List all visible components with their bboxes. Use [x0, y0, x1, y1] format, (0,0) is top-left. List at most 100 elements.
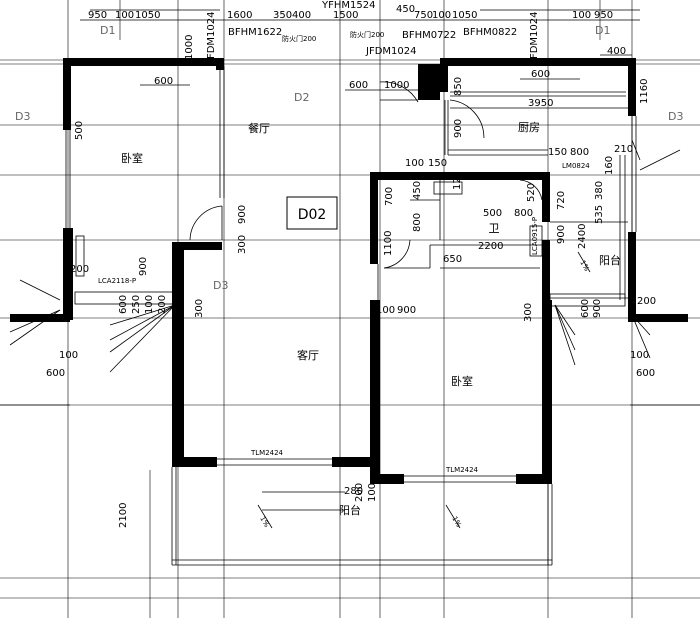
dim-w-600b: 600: [46, 368, 65, 379]
dim-bed-500: 500: [74, 121, 85, 140]
dim-top-1500: 1500: [333, 10, 358, 21]
dim-k-900: 900: [453, 119, 464, 138]
dim-top-100b: 100: [432, 10, 451, 21]
dim-top-450: 450: [396, 4, 415, 15]
dim-m-300: 300: [523, 303, 534, 322]
plan-label: D02: [298, 207, 327, 223]
ref-d1-left: D1: [100, 24, 115, 37]
code-tlm2424-living: TLM2424: [250, 449, 284, 457]
code-jfdm1024-right: JFDM1024: [529, 12, 540, 63]
code-lca0915: LCA0915-P: [531, 217, 539, 255]
code-lm0824: LM0824: [562, 162, 590, 170]
dim-w-200b: 200: [157, 295, 168, 314]
dim-b-650: 650: [443, 254, 462, 265]
slope-mark-b: 1%: [450, 515, 463, 529]
code-bfhm0722: BFHM0722: [402, 30, 456, 41]
dim-mid-600: 600: [349, 80, 368, 91]
dim-w-100: 100: [144, 295, 155, 314]
dim-r-200: 200: [637, 296, 656, 307]
dim-w-100b: 100: [59, 350, 78, 361]
code-damper-b: 防火门200: [350, 30, 384, 39]
dim-b-2200: 2200: [478, 241, 503, 252]
code-jfdm1024: JFDM1024: [365, 46, 416, 57]
dim-top-950b: 950: [594, 10, 613, 21]
dim-b-800b: 800: [514, 208, 533, 219]
code-bfhm1622: BFHM1622: [228, 27, 282, 38]
code-damper-a: 防火门200: [282, 34, 316, 43]
dim-top-350: 350: [273, 10, 292, 21]
dim-top-400a: 400: [292, 10, 311, 21]
dim-top-1000: 1000: [184, 35, 195, 60]
dim-mid-550: 550: [423, 80, 442, 91]
room-balcony-south: 阳台: [339, 503, 361, 517]
dim-s-280: 280: [344, 486, 363, 497]
dim-e-150: 150: [548, 147, 567, 158]
dim-b-520: 520: [526, 183, 537, 202]
ref-d3-mid: D3: [213, 279, 228, 292]
dim-w-250: 250: [131, 295, 142, 314]
dim-b-150: 150: [428, 158, 447, 169]
code-lca2118: LCA2118-P: [98, 277, 136, 285]
dim-w-900: 900: [138, 257, 149, 276]
door-swings: [189, 81, 543, 269]
ref-d1-right: D1: [595, 24, 610, 37]
dim-top-100a: 100: [115, 10, 134, 21]
dim-r-1160: 1160: [639, 79, 650, 104]
dim-e-2400: 2400: [577, 224, 588, 249]
dim-b-1100: 1100: [383, 231, 394, 256]
dim-s-200: 200: [354, 483, 365, 502]
dim-w-300: 300: [194, 299, 205, 318]
dim-top-1050b: 1050: [452, 10, 477, 21]
dim-e-380: 380: [594, 181, 605, 200]
dim-r-600: 600: [636, 368, 655, 379]
room-dining: 餐厅: [248, 121, 270, 135]
dim-s-2100: 2100: [118, 503, 129, 528]
dim-din-300: 300: [237, 235, 248, 254]
dim-b-700: 700: [384, 187, 395, 206]
dim-w-200: 200: [70, 264, 89, 275]
dim-b-100: 100: [405, 158, 424, 169]
dim-b-450: 450: [412, 181, 423, 200]
room-living: 客厅: [297, 348, 319, 362]
dim-mid-1000: 1000: [384, 80, 409, 91]
plan-label-box: [286, 196, 338, 230]
dim-r-100: 100: [630, 350, 649, 361]
dim-w-600: 600: [118, 295, 129, 314]
dim-e-900: 900: [556, 225, 567, 244]
dim-m-600: 600: [580, 299, 591, 318]
dim-e-535: 535: [594, 205, 605, 224]
dim-e-800: 800: [570, 147, 589, 158]
room-bedroom-nw: 卧室: [121, 151, 143, 165]
dim-e-210: 210: [614, 144, 633, 155]
room-balcony-east: 阳台: [599, 253, 621, 267]
code-jfdm1024-left: JFDM1024: [206, 12, 217, 63]
dim-m-900: 900: [397, 305, 416, 316]
dim-m-100: 100: [376, 305, 395, 316]
slope-arrows: [257, 251, 591, 529]
dim-top-400r: 400: [607, 46, 626, 57]
dim-top-1050: 1050: [135, 10, 160, 21]
ref-d2: D2: [294, 91, 309, 104]
dim-s-100: 100: [367, 483, 378, 502]
dim-h-12: 12: [452, 177, 463, 190]
dim-e-160: 160: [604, 156, 615, 175]
room-kitchen: 厨房: [518, 121, 540, 134]
dim-k-600: 600: [531, 69, 550, 80]
dim-b-500: 500: [483, 208, 502, 219]
annotation-leaders: [9, 9, 681, 511]
room-bedroom-se: 卧室: [451, 374, 473, 388]
code-bfhm0822: BFHM0822: [463, 27, 517, 38]
code-tlm2424-bedroom: TLM2424: [445, 466, 479, 474]
dim-top-100c: 100: [572, 10, 591, 21]
dim-nw-600: 600: [154, 76, 173, 87]
dim-top-1600: 1600: [227, 10, 252, 21]
partitions: [0, 66, 700, 566]
dim-k-850: 850: [453, 77, 464, 96]
dim-e-720: 720: [556, 191, 567, 210]
dim-din-900: 900: [237, 205, 248, 224]
dim-m-900b: 900: [592, 299, 603, 318]
walls: [10, 58, 688, 484]
dim-k-3950: 3950: [528, 98, 553, 109]
slope-mark-a: 1%: [258, 515, 271, 529]
